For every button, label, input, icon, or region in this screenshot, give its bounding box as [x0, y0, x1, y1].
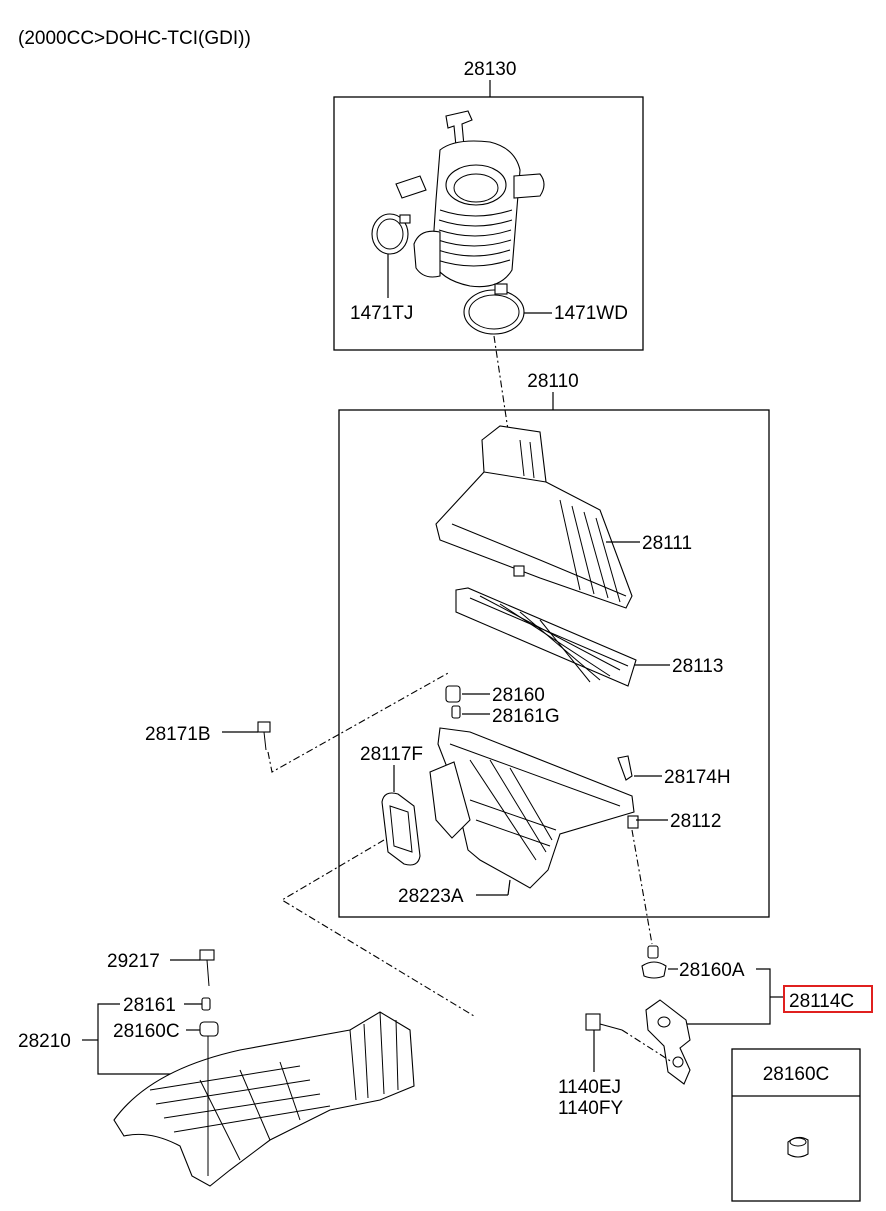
label-28160[interactable]: 28160 — [492, 685, 545, 706]
bracket-28210 — [97, 1003, 200, 1075]
label-28161[interactable]: 28161 — [123, 995, 176, 1016]
hose-assembly-box — [333, 96, 644, 351]
label-28130[interactable]: 28130 — [464, 59, 517, 80]
filter-element-drawing — [455, 587, 637, 687]
label-1140FY[interactable]: 1140FY — [558, 1098, 623, 1119]
link-bolt-to-bracket — [621, 1029, 673, 1063]
label-28223A[interactable]: 28223A — [398, 886, 464, 907]
grommet-28160C-drawing — [199, 1021, 219, 1037]
link-case-to-grommet — [631, 829, 653, 945]
label-28174H[interactable]: 28174H — [664, 767, 731, 788]
grommet-28160A-drawing — [641, 945, 667, 979]
label-28114C[interactable]: 28114C — [789, 991, 854, 1012]
pin-28161-drawing — [201, 997, 211, 1011]
inset-grommet-drawing — [787, 1136, 809, 1158]
label-29217[interactable]: 29217 — [107, 951, 160, 972]
highlight-box-28114C — [783, 985, 873, 1013]
gasket-28117F-drawing — [381, 792, 421, 866]
label-28160C[interactable]: 28160C — [113, 1021, 180, 1042]
leader-28223A-tip — [507, 879, 511, 896]
label-28117F[interactable]: 28117F — [360, 744, 423, 765]
link-bolt-to-cleaner — [267, 671, 451, 773]
label-28111[interactable]: 28111 — [642, 533, 692, 554]
cleaner-cover-drawing — [435, 425, 633, 609]
mounting-bracket-drawing — [645, 999, 691, 1085]
label-28160A[interactable]: 28160A — [679, 960, 745, 981]
label-28110[interactable]: 28110 — [527, 371, 578, 392]
bolt-1140EJ-drawing — [585, 1013, 623, 1031]
bolt-28171B-drawing — [257, 721, 271, 751]
label-1471WD[interactable]: 1471WD — [554, 303, 628, 324]
link-hose-to-cleaner — [493, 335, 509, 431]
label-1140EJ[interactable]: 1140EJ — [558, 1077, 621, 1098]
cleaner-lower-case-drawing — [429, 727, 639, 889]
link-gasket-to-duct — [280, 839, 475, 1017]
label-1471TJ[interactable]: 1471TJ — [350, 303, 413, 324]
grommet-drawing — [445, 685, 461, 719]
air-duct-drawing — [113, 1011, 415, 1187]
label-28113[interactable]: 28113 — [672, 656, 723, 677]
inset-box — [731, 1048, 861, 1202]
clip-28174H-drawing — [617, 755, 633, 781]
engine-variant-header: (2000CC>DOHC-TCI(GDI)) — [18, 28, 251, 49]
label-28161G[interactable]: 28161G — [492, 706, 560, 727]
label-28171B[interactable]: 28171B — [145, 724, 211, 745]
intake-hose-drawing — [371, 110, 545, 335]
label-28112[interactable]: 28112 — [670, 811, 721, 832]
inset-title: 28160C — [763, 1064, 830, 1085]
label-28210[interactable]: 28210 — [18, 1031, 71, 1052]
bolt-29217-drawing — [199, 949, 215, 987]
air-cleaner-box — [338, 409, 770, 918]
